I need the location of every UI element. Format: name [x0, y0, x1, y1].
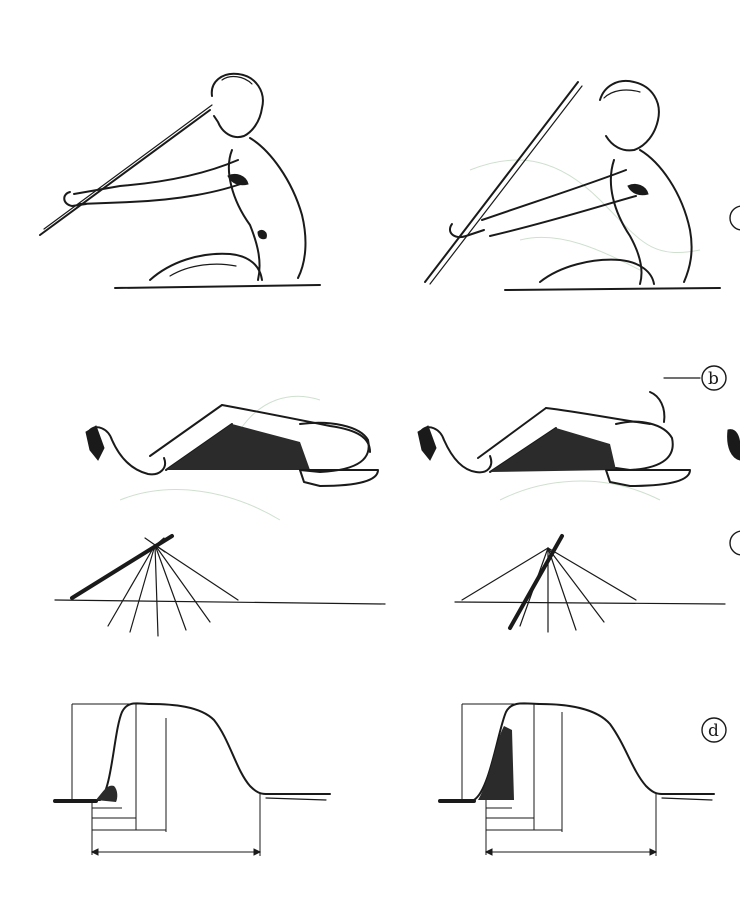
row-d-force-curve-catch [55, 703, 330, 856]
row-b-legs-catch [86, 405, 378, 486]
label-b-circle: b [664, 366, 726, 390]
label-c-circle [730, 531, 740, 555]
row-b-partial-feet-right [728, 430, 740, 460]
svg-text:d: d [708, 721, 719, 741]
label-d-circle: d [702, 718, 726, 742]
row-b-legs-finish [418, 392, 690, 486]
row-a-rower-finish [425, 81, 720, 290]
label-a-circle [730, 206, 740, 230]
row-a-rower-catch [40, 74, 320, 288]
svg-text:b: b [708, 369, 719, 389]
row-c-fan-finish [455, 536, 725, 632]
row-c-fan-catch [55, 536, 385, 636]
row-d-force-curve-finish [440, 703, 714, 856]
